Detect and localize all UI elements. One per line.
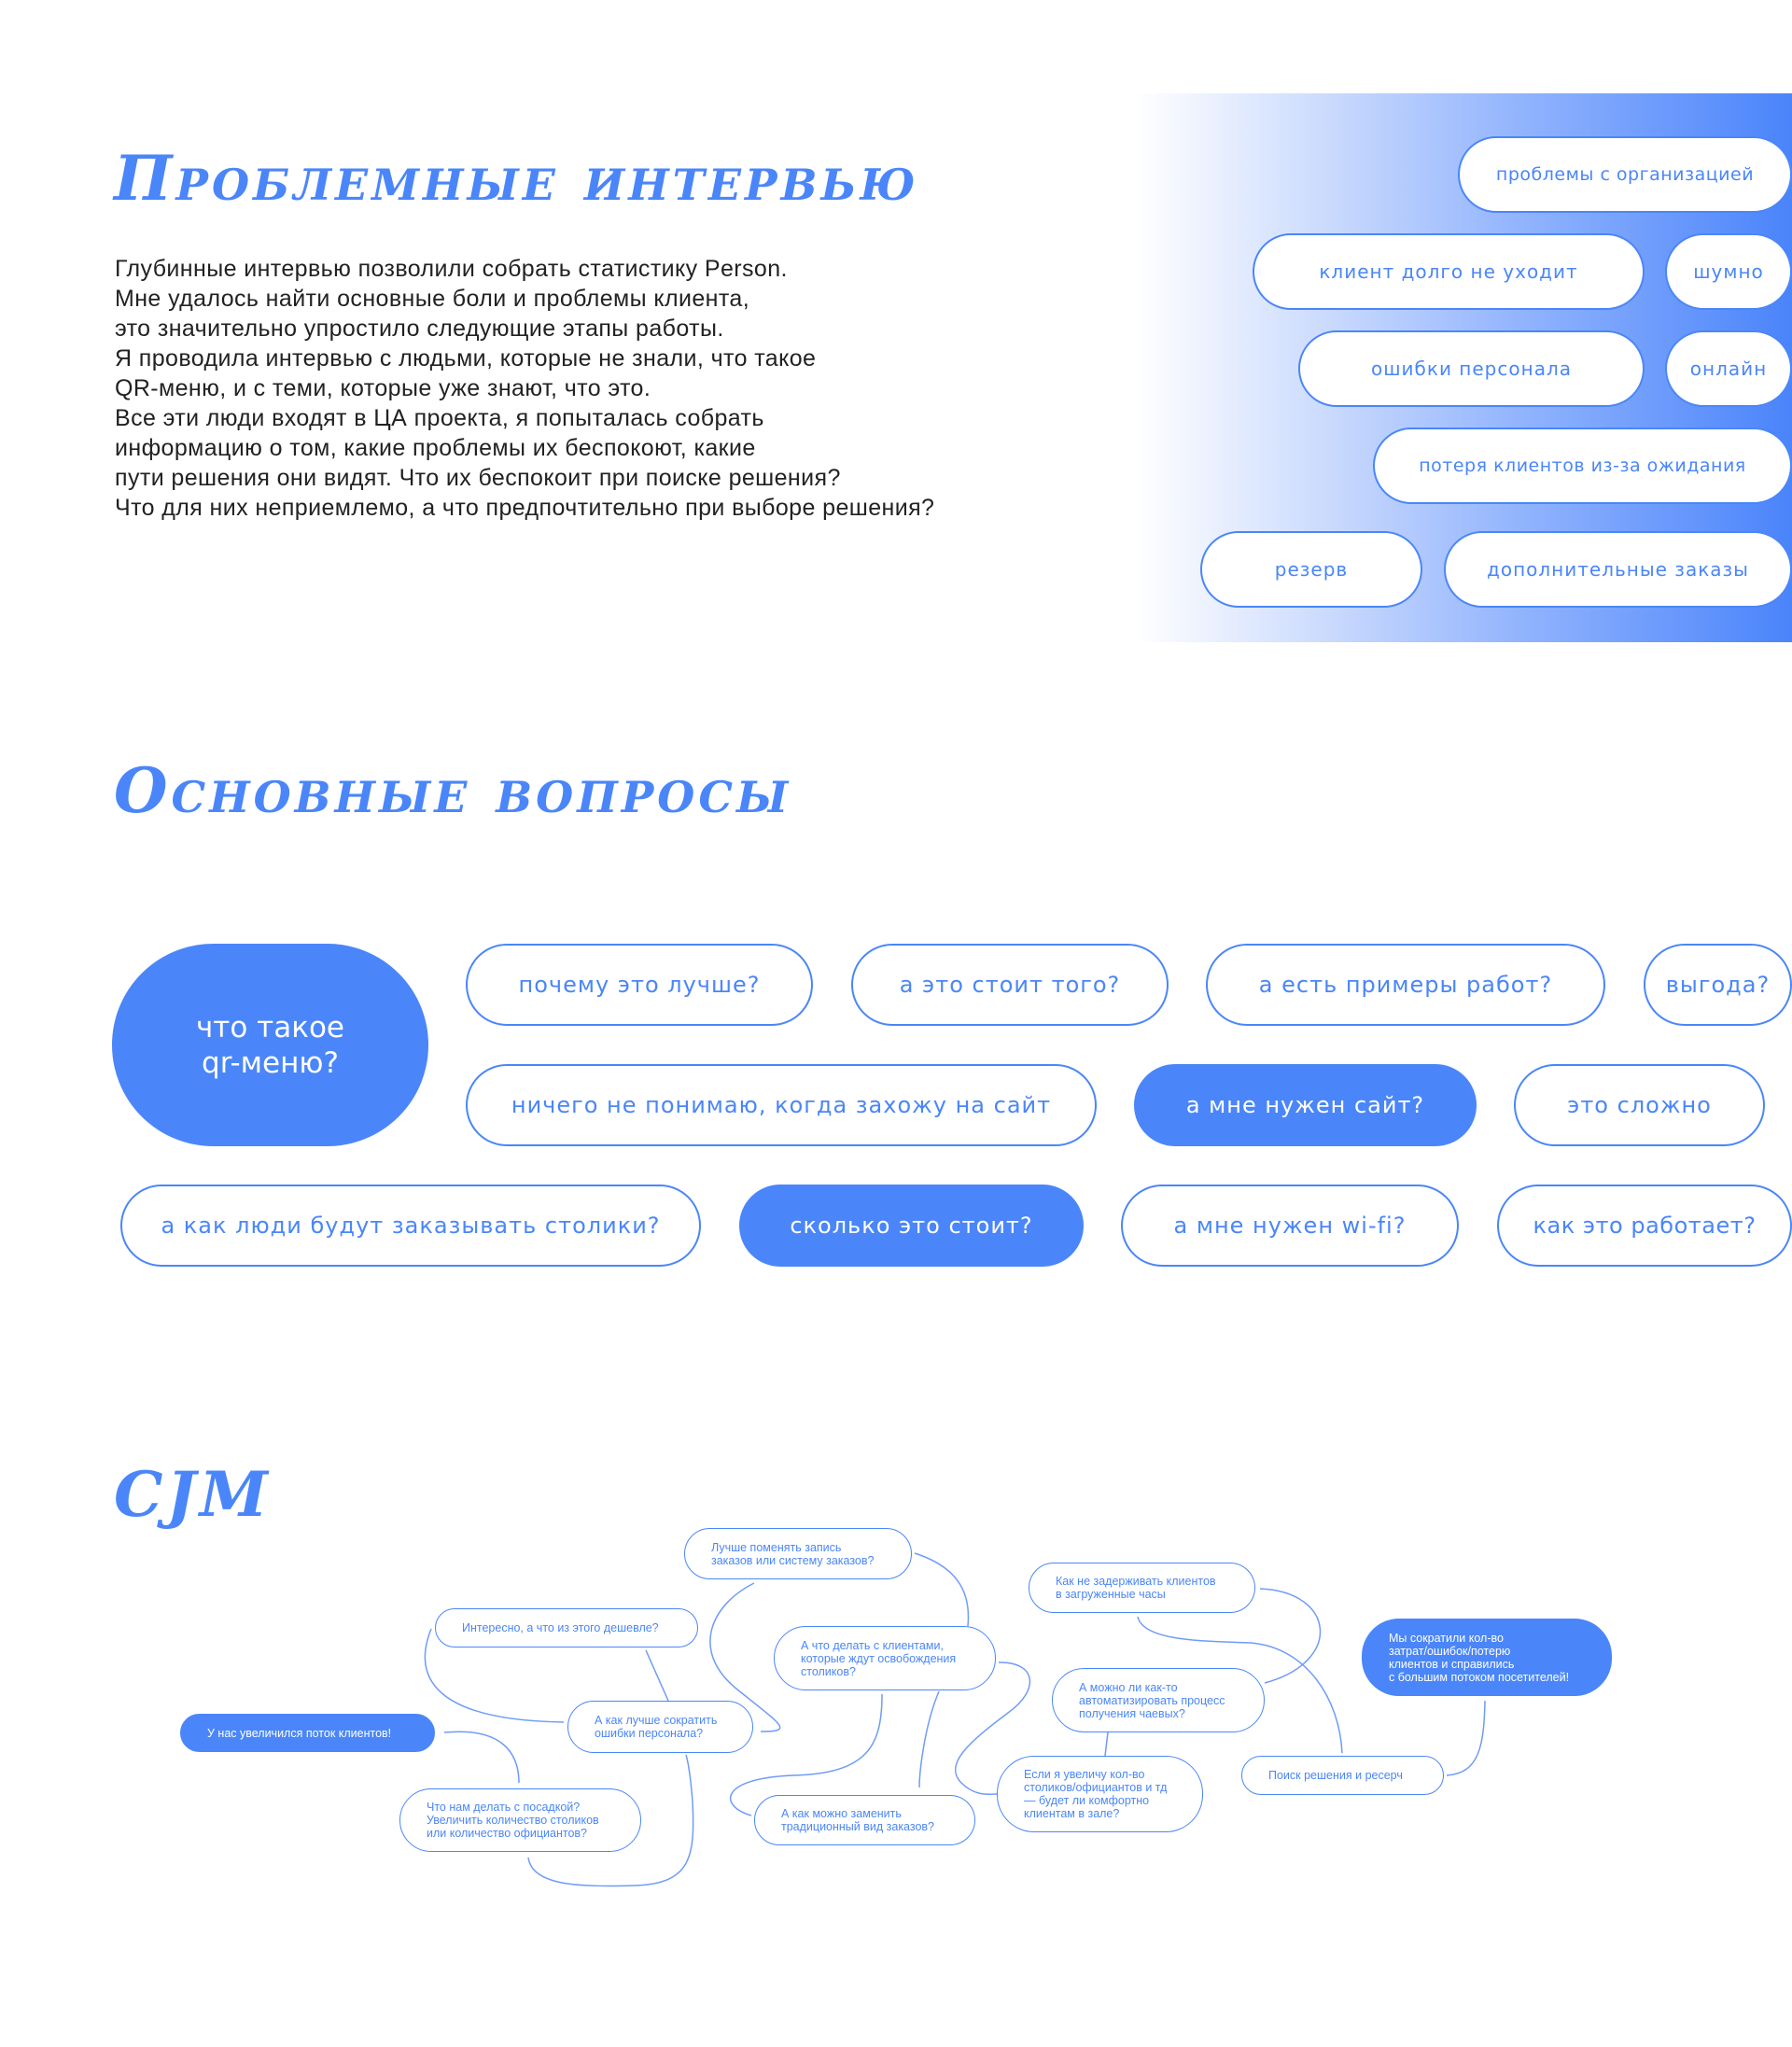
cjm-node: Лучше поменять запись заказов или систем… (684, 1528, 912, 1579)
section-title-main-questions: Основные вопросы (114, 754, 792, 827)
cjm-connector (1104, 1732, 1109, 1757)
question-pill: ничего не понимаю, когда захожу на сайт (466, 1064, 1097, 1146)
cjm-node: Интересно, а что из этого дешевле? (435, 1608, 698, 1647)
cjm-node: А как лучше сократить ошибки персонала? (567, 1701, 753, 1753)
problem-pill: дополнительные заказы (1444, 531, 1792, 608)
problem-pill: ошибки персонала (1298, 330, 1645, 407)
problem-pill: онлайн (1665, 330, 1792, 407)
cjm-connector (1137, 1616, 1343, 1754)
question-pill: почему это лучше? (466, 944, 813, 1026)
question-pill: а мне нужен wi-fi? (1121, 1185, 1459, 1267)
cjm-node: А что делать с клиентами, которые ждут о… (774, 1626, 996, 1690)
cjm-connector (645, 1649, 669, 1702)
question-pill: а есть примеры работ? (1206, 944, 1605, 1026)
cjm-node: Что нам делать с посадкой? Увеличить кол… (399, 1788, 641, 1852)
cjm-connector (1259, 1588, 1322, 1684)
question-pill-highlighted: сколько это стоит? (739, 1185, 1084, 1267)
cjm-connector (729, 1693, 883, 1816)
cjm-connector (918, 1690, 940, 1788)
question-pill: а как люди будут заказывать столики? (120, 1185, 701, 1267)
cjm-node: Поиск решения и ресерч (1241, 1756, 1444, 1795)
cjm-node: А как можно заменить традиционный вид за… (754, 1795, 975, 1845)
cjm-node: Как не задерживать клиентов в загруженны… (1029, 1563, 1255, 1613)
cjm-connector (443, 1731, 520, 1784)
question-pill: а это стоит того? (851, 944, 1169, 1026)
question-pill-highlighted: а мне нужен сайт? (1134, 1064, 1477, 1146)
question-pill: выгода? (1644, 944, 1792, 1026)
intro-paragraph: Глубинные интервью позволили собрать ста… (115, 256, 935, 521)
question-pill: как это работает? (1497, 1185, 1792, 1267)
cjm-node-end: Мы сократили кол-во затрат/ошибок/потерю… (1362, 1619, 1612, 1696)
problem-pill: клиент долго не уходит (1253, 233, 1645, 310)
cjm-connector (955, 1661, 1031, 1795)
problem-pill: резерв (1200, 531, 1422, 608)
problem-pill: потеря клиентов из-за ожидания (1373, 428, 1792, 504)
problem-pill: шумно (1665, 233, 1792, 310)
question-main-pill: что такое qr-меню? (112, 944, 428, 1146)
cjm-connector (424, 1628, 565, 1723)
cjm-node-start: У нас увеличился поток клиентов! (180, 1714, 435, 1752)
cjm-node: Если я увеличу кол-во столиков/официанто… (997, 1756, 1203, 1832)
section-title-problem-interviews: Проблемные интервью (114, 142, 919, 215)
cjm-node: А можно ли как-то автоматизировать проце… (1052, 1668, 1265, 1732)
problem-pill: проблемы с организацией (1458, 136, 1792, 213)
cjm-connector (914, 1552, 970, 1627)
cjm-connector (527, 1754, 694, 1887)
question-pill: это сложно (1514, 1064, 1765, 1146)
section-title-cjm: CJM (114, 1458, 272, 1531)
cjm-connector (709, 1582, 781, 1732)
cjm-connector (1446, 1700, 1486, 1776)
